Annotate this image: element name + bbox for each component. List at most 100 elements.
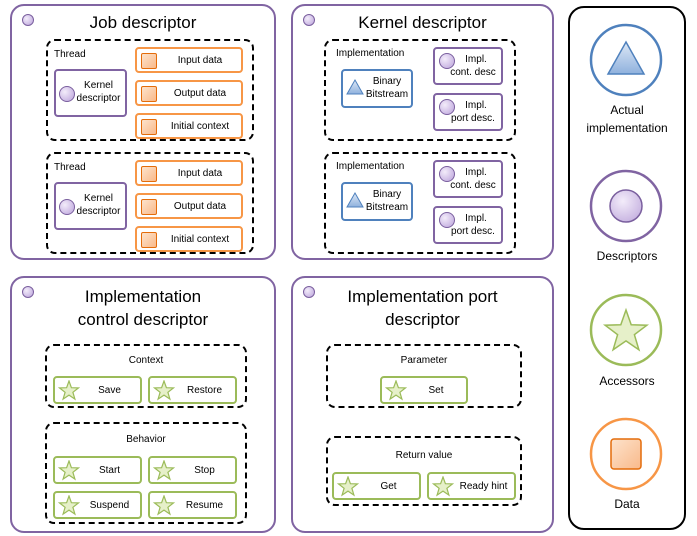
legend-data-label: Data xyxy=(614,497,640,511)
kernel-descriptor-label-line2: descriptor xyxy=(76,93,121,104)
legend-implementation-label-line2: implementation xyxy=(586,121,668,135)
impl-control-desc-label-line2: cont. desc xyxy=(450,180,496,191)
start-label: Start xyxy=(98,465,121,476)
descriptor-circle-icon xyxy=(22,286,34,298)
input-data-label: Input data xyxy=(177,168,223,179)
impl-port-desc-label-line2: port desc. xyxy=(451,113,495,124)
restore-label: Restore xyxy=(186,385,222,396)
impl-port-desc-label-line1: Impl. xyxy=(465,100,487,111)
output-data-box: Output data xyxy=(135,193,243,219)
data-square-icon xyxy=(141,86,157,102)
parameter-label: Parameter xyxy=(400,355,448,366)
accessor-star-icon xyxy=(385,380,407,401)
implementation-group: Implementation Binary Bitstream Impl. co… xyxy=(324,39,516,141)
thread-label: Thread xyxy=(54,49,86,60)
data-square-icon xyxy=(141,119,157,135)
impl-control-desc-box: Impl. cont. desc xyxy=(433,160,503,198)
impl-control-desc-label-line2: cont. desc xyxy=(450,67,496,78)
return-value-label: Return value xyxy=(395,450,453,461)
behavior-group: Behavior Start Stop Suspend Resume xyxy=(45,422,247,524)
return-value-group: Return value Get Ready hint xyxy=(326,436,522,506)
impl-port-desc-box: Impl. port desc. xyxy=(433,206,503,244)
kernel-descriptor-box: Kernel descriptor xyxy=(54,182,127,230)
binary-bitstream-box: Binary Bitstream xyxy=(341,182,413,221)
binary-bitstream-label-line2: Bitstream xyxy=(365,89,409,100)
set-label: Set xyxy=(428,385,444,396)
data-square-icon xyxy=(141,232,157,248)
resume-accessor-box: Resume xyxy=(148,491,237,519)
binary-bitstream-label-line2: Bitstream xyxy=(365,202,409,213)
binary-bitstream-label-line1: Binary xyxy=(372,189,402,200)
legend-descriptors-label: Descriptors xyxy=(596,249,658,263)
impl-control-title-line1: Implementation xyxy=(84,287,202,306)
implementation-triangle-icon xyxy=(346,192,364,208)
impl-port-descriptor-panel: Implementation port descriptor Parameter… xyxy=(291,276,554,533)
legend-accessor-icon xyxy=(589,293,663,367)
output-data-label: Output data xyxy=(173,88,227,99)
context-group: Context Save Restore xyxy=(45,344,247,408)
input-data-label: Input data xyxy=(177,55,223,66)
impl-port-desc-label-line2: port desc. xyxy=(451,226,495,237)
kernel-descriptor-panel: Kernel descriptor Implementation Binary … xyxy=(291,4,554,260)
legend-implementation-label-line1: Actual xyxy=(610,103,644,117)
job-descriptor-title: Job descriptor xyxy=(89,13,197,32)
suspend-label: Suspend xyxy=(89,500,130,511)
get-accessor-box: Get xyxy=(332,472,421,500)
descriptor-circle-icon xyxy=(22,14,34,26)
impl-control-desc-label-line1: Impl. xyxy=(465,167,487,178)
kernel-descriptor-label-line1: Kernel xyxy=(84,80,113,91)
legend-panel: Actual implementation Descriptors Access… xyxy=(568,6,686,530)
resume-label: Resume xyxy=(185,500,224,511)
job-descriptor-panel: Job descriptor Thread Kernel descriptor … xyxy=(10,4,276,260)
thread-group: Thread Kernel descriptor Input data Outp… xyxy=(46,39,254,141)
stop-label: Stop xyxy=(194,465,215,476)
save-label: Save xyxy=(98,385,121,396)
ready-hint-accessor-box: Ready hint xyxy=(427,472,516,500)
initial-context-label: Initial context xyxy=(170,121,230,132)
save-accessor-box: Save xyxy=(53,376,142,404)
initial-context-label: Initial context xyxy=(170,234,230,245)
descriptor-circle-icon xyxy=(303,14,315,26)
accessor-star-icon xyxy=(432,476,454,497)
impl-port-desc-box: Impl. port desc. xyxy=(433,93,503,131)
accessor-star-icon xyxy=(153,495,175,516)
get-label: Get xyxy=(380,481,397,492)
descriptor-circle-icon xyxy=(303,286,315,298)
accessor-star-icon xyxy=(58,380,80,401)
implementation-group: Implementation Binary Bitstream Impl. co… xyxy=(324,152,516,254)
set-accessor-box: Set xyxy=(380,376,468,404)
kernel-descriptor-title: Kernel descriptor xyxy=(358,13,487,32)
binary-bitstream-label-line1: Binary xyxy=(372,76,402,87)
accessor-star-icon xyxy=(153,380,175,401)
behavior-label: Behavior xyxy=(126,434,166,445)
kernel-descriptor-box: Kernel descriptor xyxy=(54,69,127,117)
input-data-box: Input data xyxy=(135,47,243,73)
context-label: Context xyxy=(128,355,164,366)
data-square-icon xyxy=(141,53,157,69)
descriptor-circle-icon xyxy=(59,86,75,102)
output-data-label: Output data xyxy=(173,201,227,212)
start-accessor-box: Start xyxy=(53,456,142,484)
data-square-icon xyxy=(141,199,157,215)
descriptor-circle-icon xyxy=(439,166,455,182)
descriptor-circle-icon xyxy=(59,199,75,215)
suspend-accessor-box: Suspend xyxy=(53,491,142,519)
legend-descriptor-icon xyxy=(589,169,663,243)
descriptor-circle-icon xyxy=(439,53,455,69)
thread-group: Thread Kernel descriptor Input data Outp… xyxy=(46,152,254,254)
impl-port-desc-label-line1: Impl. xyxy=(465,213,487,224)
descriptor-circle-icon xyxy=(439,99,455,115)
initial-context-box: Initial context xyxy=(135,113,243,139)
descriptor-circle-icon xyxy=(439,212,455,228)
impl-port-title-line1: Implementation port xyxy=(347,287,498,306)
impl-control-title-line2: control descriptor xyxy=(77,310,209,329)
output-data-box: Output data xyxy=(135,80,243,106)
accessor-star-icon xyxy=(58,460,80,481)
data-square-icon xyxy=(141,166,157,182)
legend-data-icon xyxy=(589,417,663,491)
kernel-descriptor-label-line1: Kernel xyxy=(84,193,113,204)
input-data-box: Input data xyxy=(135,160,243,186)
impl-control-descriptor-panel: Implementation control descriptor Contex… xyxy=(10,276,276,533)
accessor-star-icon xyxy=(337,476,359,497)
kernel-descriptor-label-line2: descriptor xyxy=(76,206,121,217)
